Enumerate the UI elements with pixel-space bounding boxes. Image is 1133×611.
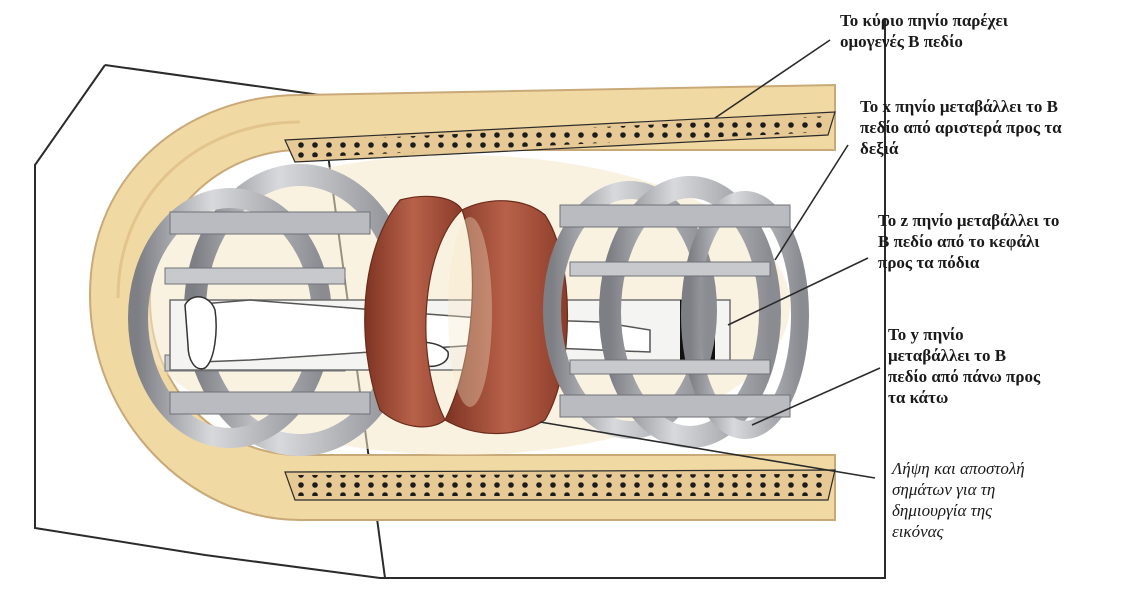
left-bar-upper xyxy=(164,267,346,285)
left-bar-top xyxy=(169,211,371,235)
leader-y-coil xyxy=(751,367,881,426)
main-coil-bottom-winding-dots xyxy=(292,474,830,496)
right-ring-outer xyxy=(681,191,809,439)
x-coil-label-line-3: δεξιά xyxy=(860,139,899,158)
x-coil-label: Το x πηνίο μεταβάλλει το Β πεδίο από αρι… xyxy=(860,96,1062,159)
y-coil-label-line-2: μεταβάλλει το Β xyxy=(888,346,1007,365)
leader-x-coil xyxy=(774,144,849,261)
z-coil-label-line-3: προς τα πόδια xyxy=(878,253,980,272)
x-coil-label-line-1: Το x πηνίο μεταβάλλει το Β xyxy=(860,97,1058,116)
main-coil-label: Το κύριο πηνίο παρέχει ομογενές Β πεδίο xyxy=(840,10,1008,52)
rf-coil-label: Λήψη και αποστολή σημάτων για τη δημιουρ… xyxy=(892,458,1025,542)
left-bar-bottom xyxy=(169,391,371,415)
main-coil-label-line-1: Το κύριο πηνίο παρέχει xyxy=(840,11,1009,30)
z-coil-label-line-1: Το z πηνίο μεταβάλλει το xyxy=(878,211,1060,230)
right-bar-upper xyxy=(569,261,771,277)
z-coil-label: Το z πηνίο μεταβάλλει το Β πεδίο από το … xyxy=(878,210,1059,273)
main-coil-label-line-2: ομογενές Β πεδίο xyxy=(840,32,963,51)
z-coil-label-line-2: Β πεδίο από το κεφάλι xyxy=(878,232,1040,251)
leader-z-coil xyxy=(727,257,869,326)
rf-coil-label-line-4: εικόνας xyxy=(892,522,944,541)
main-coil-inner-rim xyxy=(116,120,301,299)
rf-coil xyxy=(364,195,568,435)
y-coil-label: Το y πηνίο μεταβάλλει το Β πεδίο από πάν… xyxy=(888,324,1040,408)
y-coil-label-line-1: Το y πηνίο xyxy=(888,325,964,344)
rf-coil-label-line-2: σημάτων για τη xyxy=(892,480,996,499)
right-bar-bottom xyxy=(559,394,791,418)
rf-band-right xyxy=(444,200,568,435)
rf-coil-label-line-3: δημιουργία της xyxy=(892,501,993,520)
leader-lines xyxy=(539,39,881,479)
x-coil-label-line-2: πεδίο από αριστερά προς τα xyxy=(860,118,1062,137)
leader-main-coil xyxy=(714,39,831,119)
rf-coil-label-line-1: Λήψη και αποστολή xyxy=(892,459,1025,478)
main-coil xyxy=(88,83,836,521)
y-coil-label-line-3: πεδίο από πάνω προς xyxy=(888,367,1041,386)
rf-band-highlight xyxy=(448,217,492,407)
leader-rf-coil xyxy=(539,421,876,479)
right-bar-top xyxy=(559,204,791,228)
right-ring-mid xyxy=(599,176,781,448)
patient-feet xyxy=(184,296,217,370)
right-gradient-coils xyxy=(543,176,809,448)
y-coil-label-line-4: τα κάτω xyxy=(888,388,949,407)
right-ring-inner xyxy=(543,181,717,439)
right-bar-lower xyxy=(569,359,771,375)
main-coil-top-winding-dots xyxy=(290,116,830,158)
